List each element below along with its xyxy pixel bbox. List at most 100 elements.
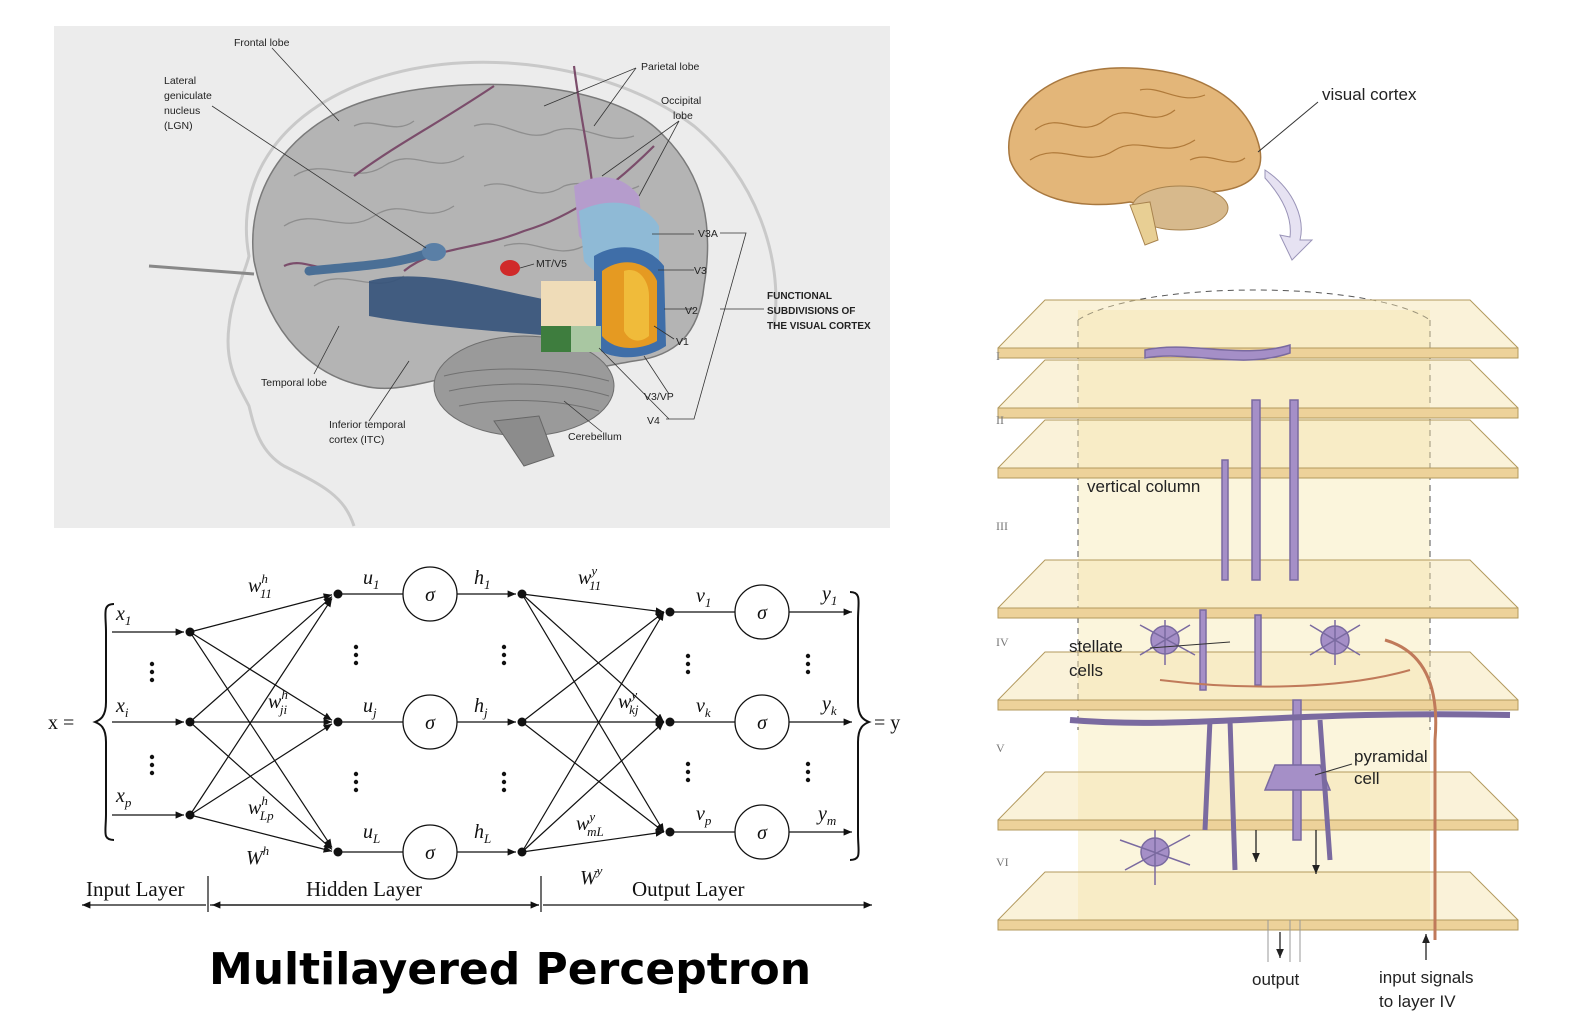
output-ym: ym	[816, 803, 836, 828]
hidden-ellipsis	[353, 652, 359, 658]
hidden-output-node-2	[517, 847, 527, 857]
layer-arrows	[82, 876, 872, 912]
hidden-weight-edge-0-0	[189, 593, 333, 633]
hidden-layer-label: Hidden Layer	[306, 877, 422, 901]
output-sigma-0-symbol: σ	[757, 602, 768, 624]
input-layer-label: Input Layer	[86, 877, 185, 901]
output-sum-node-2	[665, 827, 675, 837]
output-weight-edge-2-0	[521, 611, 665, 853]
head-silhouette	[226, 60, 778, 527]
hidden-ellipsis	[353, 660, 359, 666]
output-vk: vk	[696, 695, 711, 720]
output-brace	[849, 591, 872, 861]
input-xp: xp	[115, 785, 132, 810]
input-node-1	[185, 717, 195, 727]
label-occipital-1: Occipital	[661, 95, 701, 107]
hidden-weight-edge-1-0	[189, 596, 333, 723]
label-stellate-2: cells	[1069, 661, 1103, 680]
input-brace	[92, 603, 115, 841]
hidden-sum-node-1	[333, 717, 343, 727]
label-input-signals-2: to layer IV	[1379, 992, 1456, 1011]
hidden-ellipsis	[501, 652, 507, 658]
hidden-ellipsis	[501, 771, 507, 777]
output-sigma-2-symbol: σ	[757, 822, 768, 844]
hidden-weight-edge-1-2	[189, 721, 333, 850]
neurons	[1069, 343, 1511, 885]
label-v3-vp: V3/VP	[644, 391, 674, 403]
output-weight-edge-2-1	[521, 721, 665, 853]
hidden-weight-edge-0-1	[189, 631, 333, 721]
output-ellipsis	[805, 777, 811, 783]
label-pyramidal-1: pyramidal	[1354, 747, 1428, 766]
label-parietal-lobe: Parietal lobe	[641, 61, 700, 73]
label-input-signals-1: input signals	[1379, 968, 1474, 987]
small-brain	[1008, 67, 1262, 207]
input-fiber	[1384, 638, 1438, 940]
cortex-plane-edge-4	[997, 699, 1519, 711]
label-stellate-1: stellate	[1069, 637, 1123, 656]
output-sigma-2	[734, 804, 790, 860]
label-lgn-1: Lateral	[164, 75, 196, 87]
output-sigma-1-symbol: σ	[757, 712, 768, 734]
brainstem	[493, 415, 555, 467]
output-ellipsis	[685, 769, 691, 775]
label-frontal-lobe: Frontal lobe	[234, 37, 290, 49]
cortex-plane-edge-5	[997, 819, 1519, 831]
input-x1: x1	[115, 603, 131, 628]
brain-anatomy-illustration: Frontal lobe Lateral geniculate nucleus …	[148, 37, 871, 527]
hidden-h1: h1	[474, 567, 491, 592]
label-itc-2: cortex (ITC)	[329, 434, 384, 446]
output-ellipsis	[685, 653, 691, 659]
label-occipital-2: lobe	[673, 110, 693, 122]
optic-nerve	[148, 264, 255, 276]
hidden-output-node-0	[517, 589, 527, 599]
output-ellipsis	[805, 661, 811, 667]
hidden-weight-edge-2-0	[189, 598, 333, 816]
output-vp: vp	[696, 803, 712, 828]
lgn-shape	[422, 243, 446, 261]
label-temporal-lobe: Temporal lobe	[261, 377, 327, 389]
hidden-weight-edge-2-2	[189, 814, 333, 853]
input-ellipsis	[149, 669, 155, 675]
layer-numeral-III: III	[996, 519, 1008, 533]
label-v3a: V3A	[698, 228, 718, 240]
input-xi: xi	[115, 695, 129, 720]
hidden-u1: u1	[363, 567, 380, 592]
output-weight-edge-0-1	[521, 593, 665, 723]
output-weight-edge-1-2	[521, 721, 665, 833]
label-output: output	[1252, 970, 1300, 989]
cortex-plane-edge-6	[997, 919, 1519, 931]
input-ellipsis	[149, 677, 155, 683]
input-ellipsis	[149, 770, 155, 776]
layer-numeral-VI: VI	[996, 855, 1009, 869]
label-cerebellum: Cerebellum	[568, 431, 622, 443]
area-itc-beige	[541, 281, 596, 326]
hidden-ellipsis	[501, 779, 507, 785]
output-ellipsis	[805, 769, 811, 775]
layer-numeral-V: V	[996, 741, 1005, 755]
input-ellipsis	[149, 661, 155, 667]
label-pyramidal-2: cell	[1354, 769, 1380, 788]
label-functional-1: FUNCTIONAL	[767, 291, 832, 302]
label-visual-cortex: visual cortex	[1322, 85, 1417, 104]
output-sum-node-1	[665, 717, 675, 727]
output-sum-node-0	[665, 607, 675, 617]
hidden-sum-node-0	[333, 589, 343, 599]
hidden-hL: hL	[474, 821, 491, 846]
hidden-uL: uL	[363, 821, 380, 846]
input-node-2	[185, 810, 195, 820]
output-ellipsis	[805, 669, 811, 675]
label-lgn-3: nucleus	[164, 105, 200, 117]
hidden-ellipsis	[353, 644, 359, 650]
hidden-weight-edge-0-2	[189, 631, 333, 848]
output-ellipsis	[685, 777, 691, 783]
hidden-sigma-2-symbol: σ	[425, 842, 436, 864]
